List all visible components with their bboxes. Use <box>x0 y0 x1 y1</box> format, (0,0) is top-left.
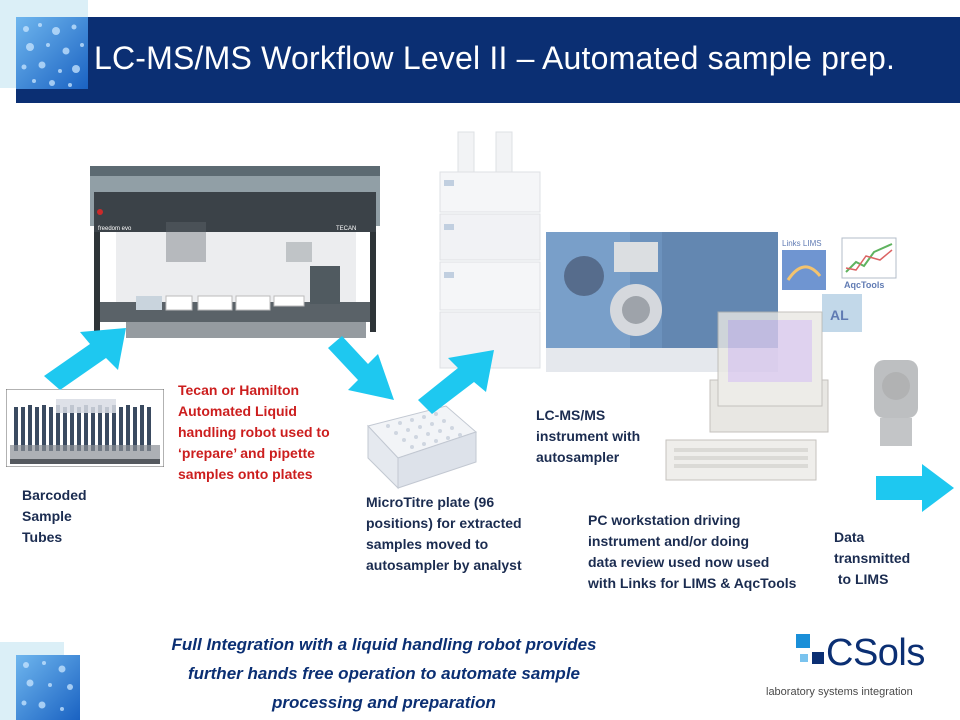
barcoded-tubes-image <box>5 388 165 468</box>
software-icons-image: Links LIMS AqcTools AL <box>780 236 898 334</box>
title-bar <box>16 17 960 103</box>
arrow-to-lims <box>874 462 956 514</box>
csols-logo-mark <box>796 634 826 672</box>
water-droplets-image-footer <box>16 655 80 720</box>
arrow-plate-to-lcms <box>414 346 498 416</box>
footer-summary: Full Integration with a liquid handling … <box>171 635 597 712</box>
robot-brand-left: freedom evo <box>98 226 132 232</box>
page-title: LC-MS/MS Workflow Level II – Automated s… <box>94 40 896 76</box>
arrow-robot-to-plate <box>320 334 398 404</box>
arrow-tubes-to-robot <box>40 322 130 396</box>
csols-tagline: laboratory systems integration <box>766 686 913 698</box>
liquid-handling-robot-image: freedom evo TECAN <box>86 162 384 342</box>
al-text: AL <box>830 307 849 323</box>
links-lims-text: Links LIMS <box>782 239 822 248</box>
pc-workstation-image <box>664 310 834 488</box>
csols-logo-text: CSols <box>826 632 925 674</box>
aqctools-text: AqcTools <box>844 280 884 290</box>
barcode-scanner-image <box>866 356 926 448</box>
microtitre-plate-image <box>358 402 482 492</box>
lc-stack-image <box>430 128 550 374</box>
robot-brand-right: TECAN <box>336 226 356 232</box>
water-droplets-image <box>16 17 88 89</box>
